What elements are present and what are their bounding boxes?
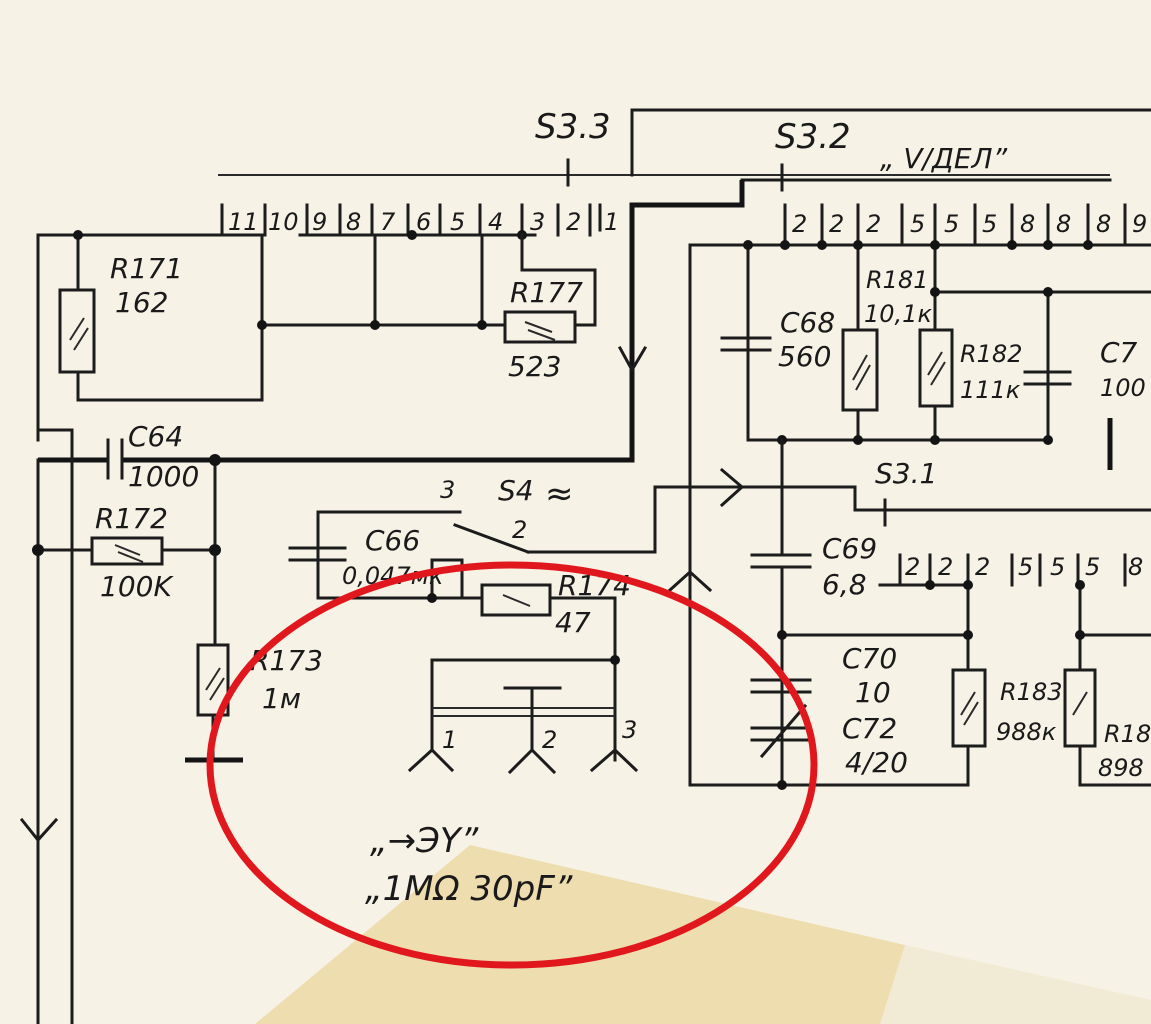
r183-ref: R183: [1000, 678, 1062, 706]
pin-label: 2: [829, 210, 844, 238]
r172-resistor: [90, 536, 164, 566]
switch-s4-label: S4: [498, 474, 534, 507]
c73-value: 100: [1100, 374, 1146, 402]
pin-label: 2: [866, 210, 881, 238]
pin-label: 5: [1018, 553, 1033, 581]
switch-s4-symbol: ≈: [545, 474, 574, 514]
switch-s32-label: S3.2: [775, 117, 851, 157]
r172-value: 100K: [100, 570, 174, 603]
c72-ref: C72: [842, 712, 897, 745]
main-signal-path: [19, 180, 745, 1024]
probe-connector: [407, 655, 639, 775]
c70-value: 10: [855, 676, 891, 709]
r184-ref: R18: [1104, 720, 1151, 748]
pin-label: 9: [1132, 210, 1147, 238]
pin-label: 9: [312, 208, 327, 236]
pin-label: 2: [975, 553, 990, 581]
c69-ref: C69: [822, 532, 877, 565]
probe-pin-2: 2: [542, 726, 557, 754]
c69-value: 6,8: [822, 568, 867, 601]
r172-circuit: [32, 454, 221, 647]
pin-label: 1: [604, 208, 619, 236]
pin-label: 5: [944, 210, 959, 238]
pin-label: 11: [228, 208, 259, 236]
switch-lines: [218, 108, 1151, 192]
c64-value: 1000: [128, 460, 199, 493]
c73-ref: C7: [1100, 336, 1138, 369]
tape-patch: [255, 845, 905, 1024]
probe-connector-label: „→ЭY”: [370, 821, 479, 861]
switch-s4-pos3: 3: [440, 476, 455, 504]
pin-label: 2: [566, 208, 581, 236]
tape-edge: [880, 945, 1151, 1024]
pin-label: 5: [1050, 553, 1065, 581]
s31-section: [738, 438, 1151, 790]
c68-ref: C68: [780, 306, 835, 339]
r177-circuit: [503, 233, 597, 344]
attenuator-block: [667, 203, 1151, 787]
pin-label: 6: [416, 208, 431, 236]
pin-label: 2: [938, 553, 953, 581]
c64-ref: C64: [128, 420, 183, 453]
pin-label: 2: [905, 553, 920, 581]
pin-label: 10: [268, 208, 299, 236]
probe-connector-spec: „1МΩ 30pF”: [365, 869, 573, 909]
pin-label: 3: [530, 208, 545, 236]
r184-resistor: [1063, 668, 1097, 748]
r173-value: 1м: [262, 682, 301, 715]
r183-value: 988к: [996, 718, 1057, 746]
r182-resistor: [918, 328, 954, 408]
c72-value: 4/20: [845, 746, 908, 779]
r171-resistor: [58, 288, 96, 374]
switch-s33-label: S3.3: [535, 107, 611, 147]
top-pin-numbers: 11 10 9 8 7 6 5 4 3 2 1: [228, 208, 619, 236]
r171-value: 162: [115, 286, 168, 319]
pin-label: 8: [1128, 553, 1143, 581]
pin-label: 5: [910, 210, 925, 238]
c68-value: 560: [778, 340, 831, 373]
c66-ref: C66: [365, 524, 420, 557]
right-mid-pin-numbers: 2 2 2 5 5 5 8: [905, 553, 1143, 581]
pin-label: 8: [1056, 210, 1071, 238]
r184-value: 898: [1098, 754, 1144, 782]
r177-value: 523: [508, 350, 561, 383]
r183-resistor: [951, 668, 987, 748]
pin-label: 7: [380, 208, 396, 236]
r181-value: 10,1к: [864, 300, 932, 328]
pin-label: 8: [1020, 210, 1035, 238]
switch-s31-label: S3.1: [875, 457, 937, 490]
pin-label: 5: [982, 210, 997, 238]
pin-label: 8: [1096, 210, 1111, 238]
pin-label: 8: [346, 208, 361, 236]
right-top-pin-numbers: 2 2 2 5 5 5 8 8 8 9: [792, 210, 1147, 238]
r177-ref: R177: [510, 276, 583, 309]
r174-value: 47: [555, 606, 591, 639]
r171-circuit: [36, 230, 527, 442]
pin-label: 5: [450, 208, 465, 236]
c70-ref: C70: [842, 642, 897, 675]
r181-resistor: [841, 328, 879, 412]
probe-pin-3: 3: [622, 716, 637, 744]
probe-pin-1: 1: [442, 726, 457, 754]
mode-label: „ V/ДЕЛ”: [880, 142, 1008, 175]
r182-value: 111к: [960, 376, 1021, 404]
pin-label: 2: [792, 210, 807, 238]
r182-ref: R182: [960, 340, 1022, 368]
r172-ref: R172: [95, 502, 168, 535]
pin-label: 4: [488, 208, 503, 236]
component-labels: R171 162 R177 523 C64 1000 R172 100K R17…: [95, 252, 1151, 782]
pin-label: 5: [1085, 553, 1100, 581]
r171-ref: R171: [110, 252, 183, 285]
highlight-ellipse: [206, 561, 818, 969]
r181-ref: R181: [866, 266, 928, 294]
switch-s4-pos2: 2: [512, 516, 527, 544]
